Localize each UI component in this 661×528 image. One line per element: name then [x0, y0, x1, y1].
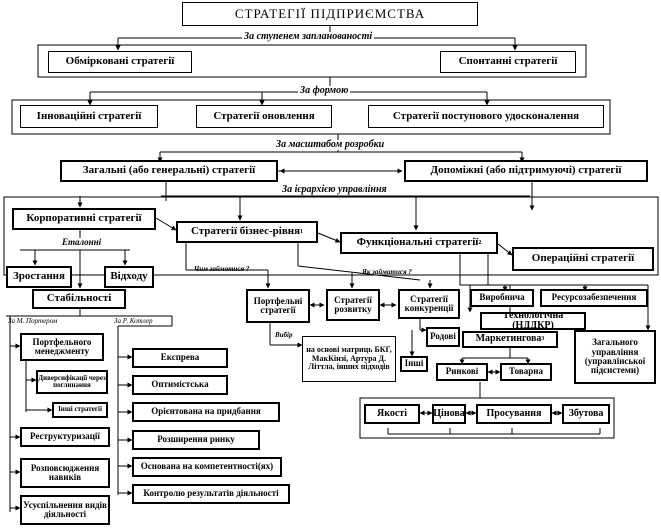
- box-portfolio: Портфельні стратегії: [246, 289, 310, 323]
- label-form: За формою: [298, 85, 351, 96]
- box-skills: Розповсюдження навиків: [20, 458, 110, 488]
- box-promotion: Просування: [476, 404, 552, 424]
- box-general: Загальні (або генеральні) стратегії: [60, 160, 278, 182]
- label-hierarchy: За ієрархією управління: [280, 184, 389, 195]
- box-matrices: на основі матриць БКГ, МакКінзі, Артура …: [302, 336, 396, 382]
- label-choice: Вибір: [275, 331, 293, 339]
- box-functional-note: 2: [478, 239, 482, 246]
- box-acquisition: Орієнтована на придбання: [132, 402, 280, 422]
- box-sales: Збутова: [562, 404, 610, 424]
- box-deliberate: Обмірковані стратегії: [48, 51, 192, 73]
- box-renewal: Стратегії оновлення: [196, 105, 332, 128]
- box-functional-label: Функціональні стратегії: [356, 236, 479, 249]
- box-gradual: Стратегії поступового удосконалення: [368, 105, 604, 128]
- label-scale: За масштабом розробки: [274, 139, 387, 150]
- box-general-management: Загального управління (управлінської під…: [574, 330, 656, 384]
- box-diversification: Диверсифікації через поглинання: [36, 370, 108, 394]
- box-marketing-note: 3: [541, 336, 545, 343]
- box-operational: Операційні стратегії: [512, 247, 654, 271]
- box-business-note: 1: [300, 228, 304, 235]
- label-porter: За М. Портером: [8, 317, 58, 325]
- box-market-expansion: Розширення ринку: [132, 430, 260, 450]
- box-marketing-label: Маркетингова: [475, 333, 542, 345]
- label-standards: Еталонні: [60, 237, 104, 247]
- box-optimistic: Оптимістська: [132, 375, 228, 395]
- box-restructuring: Реструктуризації: [20, 427, 110, 447]
- box-competition: Стратегії конкуренції: [398, 289, 460, 319]
- box-growth: Зростання: [6, 266, 72, 288]
- box-control: Контролю результатів діяльності: [132, 484, 290, 504]
- box-quality: Якості: [364, 404, 420, 424]
- box-auxiliary: Допоміжні (або підтримуючі) стратегії: [404, 160, 648, 182]
- box-price: Цінова: [432, 404, 466, 424]
- box-other-strategies: Інші стратегії: [52, 402, 108, 418]
- box-innovative: Інноваційні стратегії: [20, 105, 158, 128]
- box-retreat: Відходу: [104, 266, 154, 288]
- box-resource: Ресурсозабезпечення: [540, 289, 648, 307]
- box-generic: Родові: [426, 327, 460, 347]
- box-others: Інші: [400, 356, 428, 372]
- box-business-label: Стратегії бізнес-рівня: [190, 225, 301, 238]
- box-stability: Стабільності: [32, 289, 126, 309]
- box-corporate: Корпоративні стратегії: [12, 208, 156, 230]
- box-express: Експрева: [132, 348, 228, 368]
- box-production: Виробнича: [470, 289, 534, 307]
- label-planned: За ступенем запланованості: [242, 31, 375, 42]
- label-how-doing: Як займатися ?: [362, 268, 412, 276]
- box-development: Стратегії розвитку: [326, 289, 380, 321]
- box-portfolio-management: Портфельного менеджменту: [20, 333, 104, 361]
- box-coordination: Усуспільнення видів діяльності: [20, 495, 110, 525]
- page-title: СТРАТЕГІЇ ПІДПРИЄМСТВА: [182, 2, 478, 26]
- box-technological: Технологічна (НДДКР): [480, 312, 586, 330]
- box-spontaneous: Спонтанні стратегії: [440, 51, 576, 73]
- box-product: Товарна: [500, 363, 552, 381]
- label-kotler: За Р. Котлер: [114, 317, 153, 325]
- box-market: Ринкові: [436, 363, 488, 381]
- label-what-doing: Чим займатися ?: [194, 265, 250, 273]
- box-competence: Основана на компетентності(ях): [132, 457, 282, 477]
